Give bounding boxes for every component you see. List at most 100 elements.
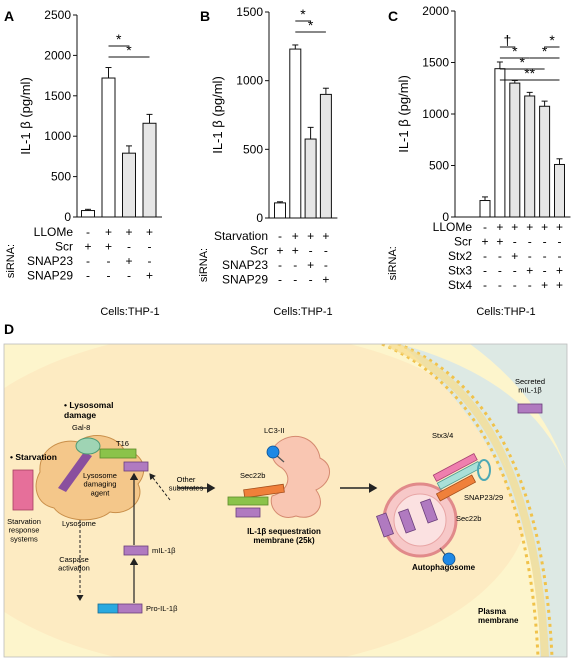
y-tick-label: 500 xyxy=(51,170,71,184)
bar xyxy=(319,93,332,219)
significance-label: * xyxy=(300,6,306,22)
plasma-membrane-outer xyxy=(397,344,554,657)
pro-il1b-cyan xyxy=(97,603,119,614)
lc3-protein-right xyxy=(442,552,456,566)
sirna-label: siRNA: xyxy=(5,244,17,278)
mil1b-sequestered xyxy=(235,507,261,518)
bar xyxy=(81,210,95,218)
condition-mark: - xyxy=(483,249,487,263)
label-lc3: LC3-II xyxy=(264,426,284,435)
condition-mark: - xyxy=(278,229,282,243)
condition-mark: + xyxy=(125,254,132,268)
condition-mark: - xyxy=(483,264,487,278)
y-axis-label: IL-1 β (pg/ml) xyxy=(396,75,411,153)
bar xyxy=(304,138,317,219)
mil1b-autophagosome-2 xyxy=(420,498,438,524)
significance-label: * xyxy=(512,43,518,59)
condition-mark: + xyxy=(541,220,548,234)
condition-mark: - xyxy=(86,225,90,239)
condition-mark: - xyxy=(127,240,131,254)
y-tick-label: 2000 xyxy=(422,4,449,18)
y-tick-label: 1500 xyxy=(422,56,449,70)
label-pro-il1b: Pro-IL-1β xyxy=(146,604,178,613)
starvation-systems-box xyxy=(12,469,34,511)
mil1b-cytosol xyxy=(123,545,149,556)
y-tick-label: 1000 xyxy=(422,107,449,121)
panel-letter-a: A xyxy=(4,8,14,24)
bar xyxy=(274,202,286,219)
sec22b-bar-right xyxy=(435,474,477,502)
y-tick-label: 1000 xyxy=(236,74,263,88)
mil1b-secreted xyxy=(517,403,543,414)
label-mil1b: mIL-1β xyxy=(152,546,176,555)
condition-mark: - xyxy=(528,235,532,249)
cells-label-b: Cells:THP-1 xyxy=(273,306,332,318)
significance-label: * xyxy=(126,42,132,58)
y-tick-label: 1000 xyxy=(44,129,71,143)
condition-mark: + xyxy=(292,229,299,243)
condition-label: Stx3 xyxy=(448,264,472,278)
label-t16: T16 xyxy=(116,439,129,448)
lysosome-damage xyxy=(58,452,92,492)
arrow-other-substrates xyxy=(149,473,171,501)
diagram-border xyxy=(3,343,568,658)
condition-mark: - xyxy=(293,273,297,287)
bar xyxy=(289,48,302,219)
panel-letter-b: B xyxy=(200,8,210,24)
condition-mark: + xyxy=(481,235,488,249)
condition-mark: + xyxy=(556,264,563,278)
condition-mark: - xyxy=(543,249,547,263)
condition-label: LLOMe xyxy=(34,225,74,239)
condition-mark: - xyxy=(558,249,562,263)
condition-mark: + xyxy=(146,225,153,239)
condition-mark: - xyxy=(278,258,282,272)
bar xyxy=(122,152,136,218)
condition-label: LLOMe xyxy=(433,220,473,234)
stx-bar-1 xyxy=(432,453,478,482)
condition-mark: - xyxy=(107,269,111,283)
bar xyxy=(554,163,565,218)
condition-mark: - xyxy=(324,244,328,258)
y-tick-label: 1500 xyxy=(236,5,263,19)
condition-mark: + xyxy=(322,273,329,287)
condition-mark: - xyxy=(324,258,328,272)
condition-mark: + xyxy=(307,229,314,243)
y-tick-label: 0 xyxy=(64,210,71,224)
condition-mark: - xyxy=(309,273,313,287)
condition-mark: - xyxy=(483,220,487,234)
condition-mark: + xyxy=(84,240,91,254)
condition-label: Scr xyxy=(250,244,268,258)
y-axis-label: IL-1 β (pg/ml) xyxy=(210,76,225,154)
y-tick-label: 2000 xyxy=(44,48,71,62)
cells-label-a: Cells:THP-1 xyxy=(100,306,159,318)
condition-label: Starvation xyxy=(214,229,268,243)
significance-label: * xyxy=(542,43,548,59)
condition-label: Stx4 xyxy=(448,278,472,292)
y-tick-label: 500 xyxy=(429,159,449,173)
mil1b-autophagosome-3 xyxy=(376,512,394,538)
condition-mark: + xyxy=(556,220,563,234)
label-starvation: • Starvation xyxy=(10,452,57,462)
bar xyxy=(539,105,551,218)
y-axis-label: IL-1 β (pg/ml) xyxy=(18,77,33,155)
y-tick-label: 0 xyxy=(442,210,449,224)
label-sec22b-right: Sec22b xyxy=(456,514,481,523)
condition-mark: - xyxy=(498,264,502,278)
y-tick-label: 1500 xyxy=(44,89,71,103)
significance-label: * xyxy=(308,17,314,33)
condition-mark: + xyxy=(556,278,563,292)
bar xyxy=(479,200,491,218)
bar xyxy=(524,95,536,218)
bar xyxy=(101,77,116,218)
extracellular-region xyxy=(400,344,567,657)
bar xyxy=(142,122,157,218)
